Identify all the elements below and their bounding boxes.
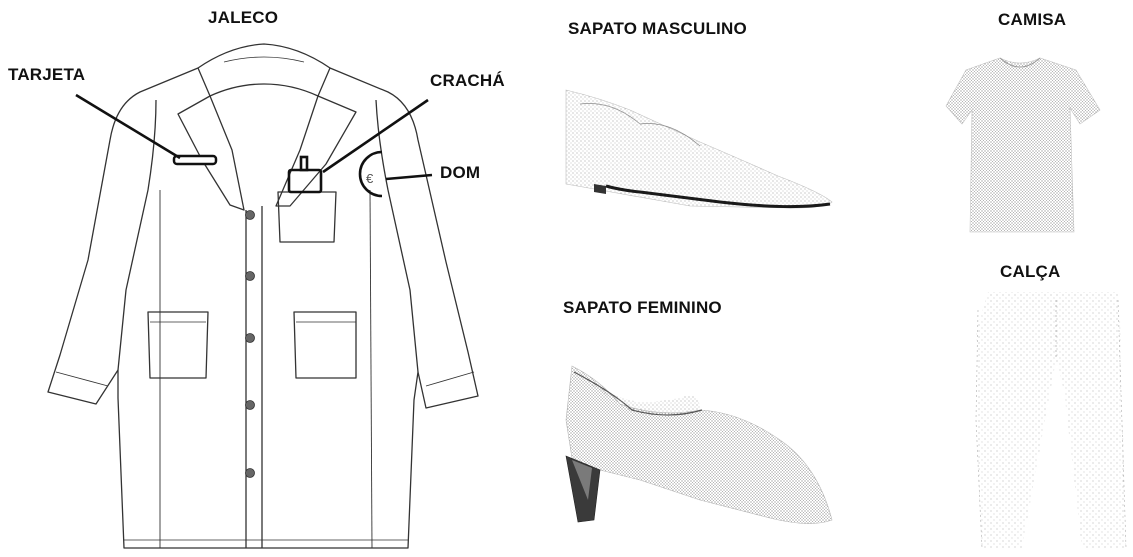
lab-coat-collar-stitch xyxy=(224,57,304,62)
lab-coat-right-side-seam xyxy=(370,190,372,548)
coat-button xyxy=(246,401,255,410)
dom-leader-line xyxy=(386,175,432,179)
emblem-mark: € xyxy=(366,171,374,186)
tarjeta-leader-line xyxy=(76,95,180,158)
female-shoe-body xyxy=(566,366,832,524)
shirt-title: CAMISA xyxy=(998,10,1066,30)
male-shoe-drawing xyxy=(566,90,832,208)
lab-coat-collar xyxy=(198,44,330,96)
trousers-body xyxy=(976,292,1126,548)
coat-button xyxy=(246,211,255,220)
lab-coat-title: JALECO xyxy=(208,8,278,28)
lab-coat-buttons xyxy=(246,211,255,478)
female-shoe-title: SAPATO FEMININO xyxy=(563,298,722,318)
emblem-label: DOM xyxy=(440,163,480,183)
shirt-drawing xyxy=(946,58,1100,232)
lab-coat-left-sleeve-seam xyxy=(118,190,148,370)
lab-coat-left-lapel xyxy=(178,96,244,210)
lab-coat-left-sleeve-armhole xyxy=(148,100,156,190)
chest-pocket xyxy=(278,192,336,242)
coat-button xyxy=(246,334,255,343)
male-shoe-title: SAPATO MASCULINO xyxy=(568,19,747,39)
coat-button xyxy=(246,272,255,281)
lab-coat-right-sleeve-seam xyxy=(388,190,418,372)
left-cuff xyxy=(56,372,108,386)
trousers-drawing xyxy=(976,292,1126,548)
name-plate-label: TARJETA xyxy=(8,65,85,85)
cracha-leader-line xyxy=(323,100,428,172)
badge-label: CRACHÁ xyxy=(430,71,505,91)
shirt-body xyxy=(946,58,1100,232)
lab-coat-right-sleeve-armhole xyxy=(376,100,388,190)
lab-coat-drawing xyxy=(48,44,478,548)
trousers-title: CALÇA xyxy=(1000,262,1061,282)
right-cuff xyxy=(426,372,474,386)
leader-lines xyxy=(76,95,432,179)
lab-coat-body xyxy=(48,68,478,548)
coat-button xyxy=(246,469,255,478)
female-shoe-drawing xyxy=(566,366,832,524)
